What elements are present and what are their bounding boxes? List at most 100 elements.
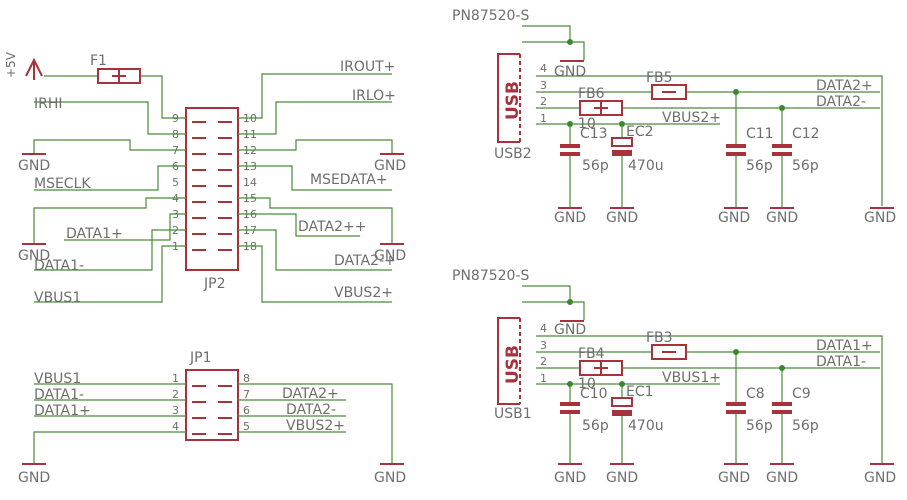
- usb2-gnd-3: GND: [718, 210, 750, 226]
- usb1-pin-1: 1: [540, 372, 547, 385]
- jp2-left-wires: [33, 75, 186, 303]
- usb2-part-number: PN87520-S: [452, 8, 530, 24]
- fuse-f1-label: F1: [90, 53, 107, 69]
- label-gnd-3: GND: [374, 158, 406, 174]
- jp1-data2m: DATA2-: [286, 402, 336, 418]
- fb3-label: FB3: [646, 330, 673, 346]
- usb1-net-data1m: DATA1-: [816, 354, 866, 370]
- usb1-connector-text: USB: [503, 345, 523, 384]
- jp1-wires: [22, 383, 404, 465]
- jp2-left-labels: IRHI GND MSECLK GND DATA1+ DATA1- VBUS1: [18, 96, 123, 306]
- c12-value: 56p: [792, 158, 819, 174]
- jp2-right-pin-numbers: 10 11 12 13 14 15 16 17 18: [243, 112, 257, 253]
- jp2-right-wires: [238, 73, 393, 303]
- label-gnd-1: GND: [18, 158, 50, 174]
- label-msedata: MSEDATA+: [310, 172, 388, 188]
- usb1-gnd-2: GND: [606, 470, 638, 486]
- jp1-pin-5: 5: [243, 420, 250, 433]
- plus5v-label: +5V: [4, 51, 18, 78]
- label-irout: IROUT+: [340, 59, 395, 75]
- jp1-gnd-right: GND: [374, 470, 406, 486]
- usb1-pin-2: 2: [540, 355, 547, 368]
- c9-label: C9: [792, 386, 811, 402]
- jp2-left-pin-numbers: 9 8 7 6 5 4 3 2 1: [172, 112, 179, 253]
- usb1-gnd-1: GND: [554, 470, 586, 486]
- usb1-pin-3: 3: [540, 339, 547, 352]
- jp1-vbus1: VBUS1: [34, 371, 81, 387]
- ec1-label: EC1: [626, 384, 654, 400]
- label-data2m: DATA2-+: [334, 253, 396, 269]
- c13-label: C13: [580, 126, 608, 142]
- jp1-vbus2: VBUS2+: [286, 418, 345, 434]
- c8-value: 56p: [746, 418, 773, 434]
- usb2-pin-3: 3: [540, 79, 547, 92]
- jp1-pin-6: 6: [243, 404, 250, 417]
- fuse-f1: F1: [90, 53, 141, 84]
- usb1-gnd-5: GND: [864, 470, 896, 486]
- usb1-shield-gnd: GND: [554, 322, 586, 338]
- usb1-pin-4: 4: [540, 322, 547, 335]
- usb1-gnd-3: GND: [718, 470, 750, 486]
- label-irhi: IRHI: [34, 96, 63, 112]
- c9-value: 56p: [792, 418, 819, 434]
- jp1-labels: VBUS1 DATA1- DATA1+ GND DATA2+ DATA2- VB…: [18, 371, 406, 486]
- fb6-label: FB6: [578, 86, 605, 102]
- fb4-value: 10: [578, 376, 596, 392]
- usb1-gnd-4: GND: [766, 470, 798, 486]
- jp1-pin-3: 3: [172, 404, 179, 417]
- c12-label: C12: [792, 126, 820, 142]
- jp1-data1p: DATA1+: [34, 403, 91, 419]
- usb1-net-data1p: DATA1+: [816, 338, 873, 354]
- usb2-pin-2: 2: [540, 95, 547, 108]
- jp2-pin-5: 5: [172, 176, 179, 189]
- fb6-value: 10: [578, 116, 596, 132]
- c10-value: 56p: [582, 418, 609, 434]
- jp1-pin-marks: [192, 385, 232, 435]
- label-vbus1: VBUS1: [34, 290, 81, 306]
- label-vbus2: VBUS2+: [334, 285, 393, 301]
- label-data2p: DATA2++: [298, 219, 366, 235]
- jp2-header: JP2 9 8 7 6 5 4 3 2 1 10 11 12 13 14 15 …: [172, 107, 257, 292]
- usb2-pin-4: 4: [540, 62, 547, 75]
- jp1-pin-8: 8: [243, 372, 250, 385]
- c8-label: C8: [746, 386, 765, 402]
- label-gnd-4: GND: [374, 248, 406, 264]
- label-mseclk: MSECLK: [34, 176, 91, 192]
- usb2-pin-1: 1: [540, 112, 547, 125]
- c11-label: C11: [746, 126, 774, 142]
- label-irlo: IRLO+: [352, 88, 396, 104]
- jp1-label: JP1: [189, 350, 211, 366]
- plus5v-supply: +5V: [4, 51, 43, 80]
- label-data1m: DATA1-: [34, 258, 84, 274]
- usb1-part-number: PN87520-S: [452, 268, 530, 284]
- ec2-value: 470u: [628, 158, 664, 174]
- usb2-gnd-5: GND: [864, 210, 896, 226]
- jp2-pin-marks: [192, 121, 232, 251]
- jp1-pin-7: 7: [243, 388, 250, 401]
- jp1-data1m: DATA1-: [34, 387, 84, 403]
- label-data1p: DATA1+: [66, 226, 123, 242]
- usb2-shield-gnd: GND: [554, 64, 586, 80]
- jp2-label: JP2: [203, 276, 225, 292]
- usb2-block: PN87520-S GND USB USB2 4 3 2 1 FB5 FB: [452, 8, 896, 226]
- fb4-label: FB4: [578, 346, 605, 362]
- usb1-ref: USB1: [494, 406, 532, 422]
- usb1-net-vbus1: VBUS1+: [662, 370, 721, 386]
- jp1-header: JP1 1 2 3 4 8 7 6 5: [172, 350, 250, 441]
- c11-value: 56p: [746, 158, 773, 174]
- c13-value: 56p: [582, 158, 609, 174]
- usb2-net-data2p: DATA2+: [816, 78, 873, 94]
- jp1-data2p: DATA2+: [282, 386, 339, 402]
- usb2-gnd-2: GND: [606, 210, 638, 226]
- jp1-pin-2: 2: [172, 388, 179, 401]
- ec2-label: EC2: [626, 124, 654, 140]
- usb1-block: PN87520-S GND USB USB1 4 3 2 1 FB3 FB: [452, 268, 896, 486]
- usb2-net-vbus2: VBUS2+: [662, 110, 721, 126]
- usb2-gnd-1: GND: [554, 210, 586, 226]
- jp2-pin-14: 14: [243, 176, 257, 189]
- jp2-right-labels: IROUT+ IRLO+ GND MSEDATA+ DATA2++ GND DA…: [298, 59, 406, 301]
- usb2-connector-text: USB: [503, 81, 523, 120]
- fb5-label: FB5: [646, 70, 673, 86]
- ec1-value: 470u: [628, 418, 664, 434]
